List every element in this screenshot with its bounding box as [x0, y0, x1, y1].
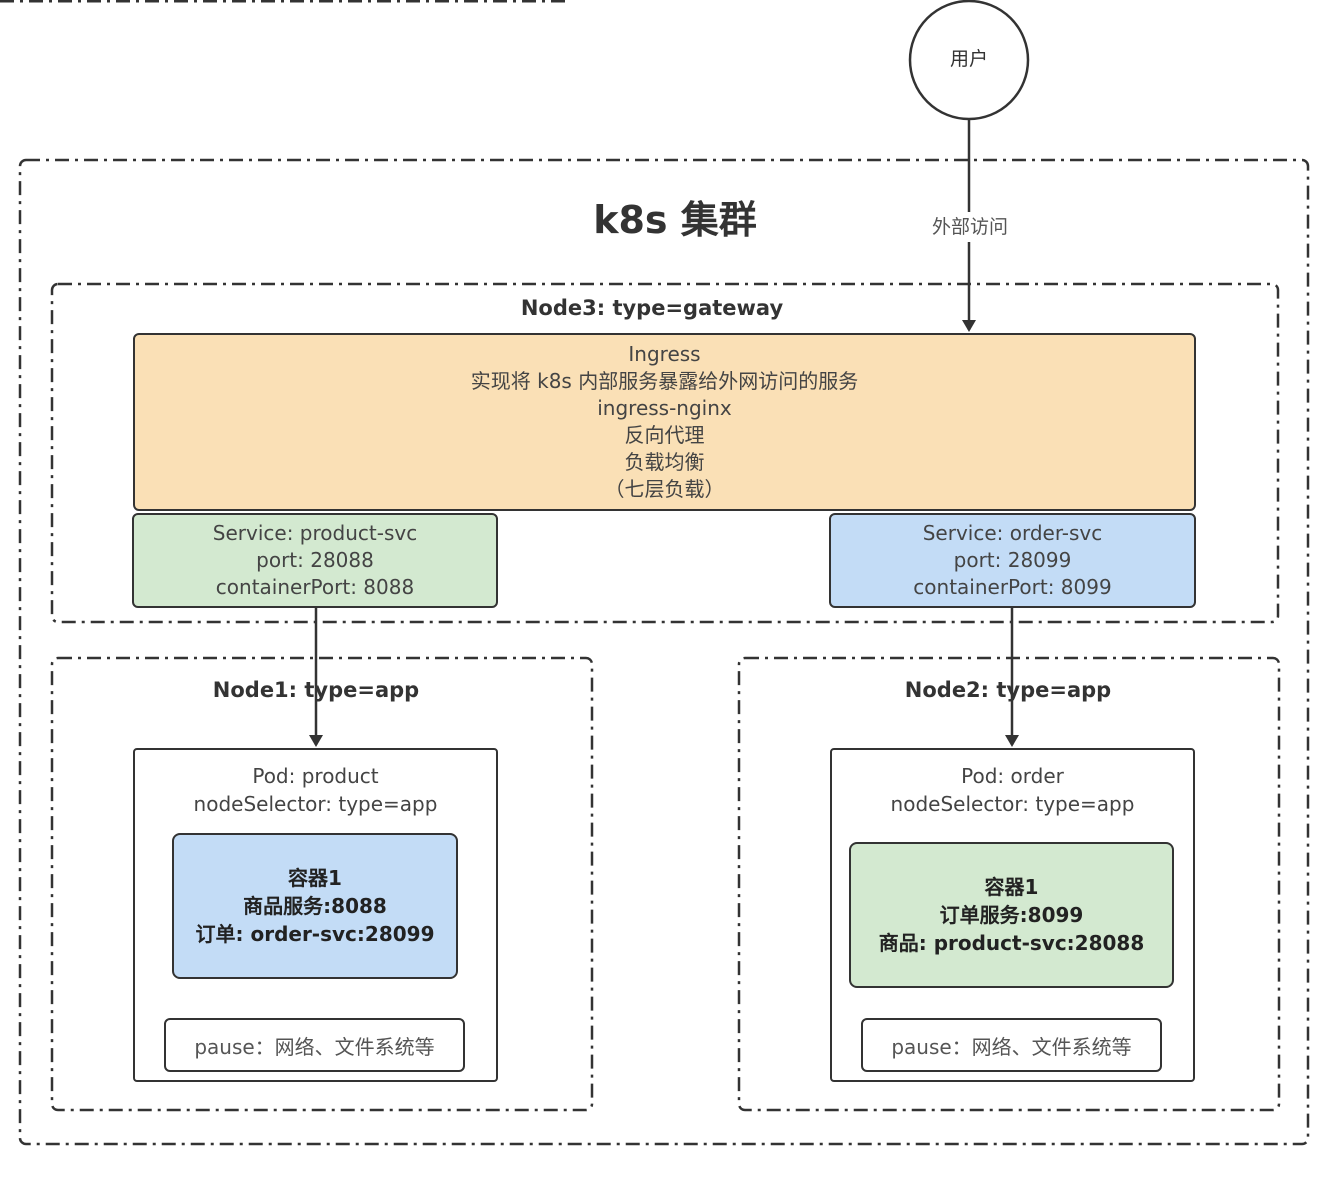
ingress-line: ingress-nginx — [597, 396, 732, 420]
service-order-line: port: 28099 — [953, 548, 1072, 572]
ingress-line: 实现将 k8s 内部服务暴露给外网访问的服务 — [470, 369, 859, 393]
ingress-line: Ingress — [628, 342, 701, 366]
container-product-line: 商品服务:8088 — [243, 894, 387, 918]
node1-title: Node1: type=app — [212, 678, 420, 702]
container-product-box: 容器1 商品服务:8088 订单: order-svc:28099 — [172, 833, 458, 979]
pod-order-selector: nodeSelector: type=app — [890, 792, 1135, 816]
ingress-line: （七层负载） — [604, 477, 725, 501]
container-order-line: 容器1 — [984, 875, 1039, 899]
container-order-line: 订单服务:8099 — [939, 903, 1084, 927]
external-access-label: 外部访问 — [915, 212, 1025, 242]
user-label: 用户 — [949, 48, 988, 70]
service-product-line: port: 28088 — [256, 548, 374, 572]
node3-title: Node3: type=gateway — [520, 296, 784, 320]
container-product-line: 订单: order-svc:28099 — [195, 922, 435, 946]
pause-order-box: pause：网络、文件系统等 — [861, 1018, 1162, 1072]
pod-product-name: Pod: product — [252, 764, 379, 788]
service-product-line: containerPort: 8088 — [215, 575, 415, 599]
service-order-box: Service: order-svc port: 28099 container… — [829, 513, 1196, 608]
node2-boundary — [737, 656, 1281, 1112]
container-order-box: 容器1 订单服务:8099 商品: product-svc:28088 — [849, 842, 1174, 988]
node1-boundary — [50, 656, 594, 1112]
pod-product-selector: nodeSelector: type=app — [193, 792, 438, 816]
ingress-box: Ingress 实现将 k8s 内部服务暴露给外网访问的服务 ingress-n… — [133, 333, 1196, 511]
container-order-line: 商品: product-svc:28088 — [878, 931, 1145, 955]
pause-product-box: pause：网络、文件系统等 — [164, 1018, 465, 1072]
node2-title: Node2: type=app — [904, 678, 1112, 702]
service-product-line: Service: product-svc — [212, 521, 418, 545]
container-product-line: 容器1 — [288, 866, 342, 890]
service-product-box: Service: product-svc port: 28088 contain… — [132, 513, 498, 608]
service-order-line: containerPort: 8099 — [913, 575, 1112, 599]
service-order-line: Service: order-svc — [922, 521, 1103, 545]
ingress-line: 负载均衡 — [624, 450, 705, 474]
ingress-line: 反向代理 — [624, 423, 705, 447]
pod-order-name: Pod: order — [961, 764, 1064, 788]
cluster-boundary — [18, 158, 1310, 1146]
cluster-title: k8s 集群 — [593, 198, 757, 242]
